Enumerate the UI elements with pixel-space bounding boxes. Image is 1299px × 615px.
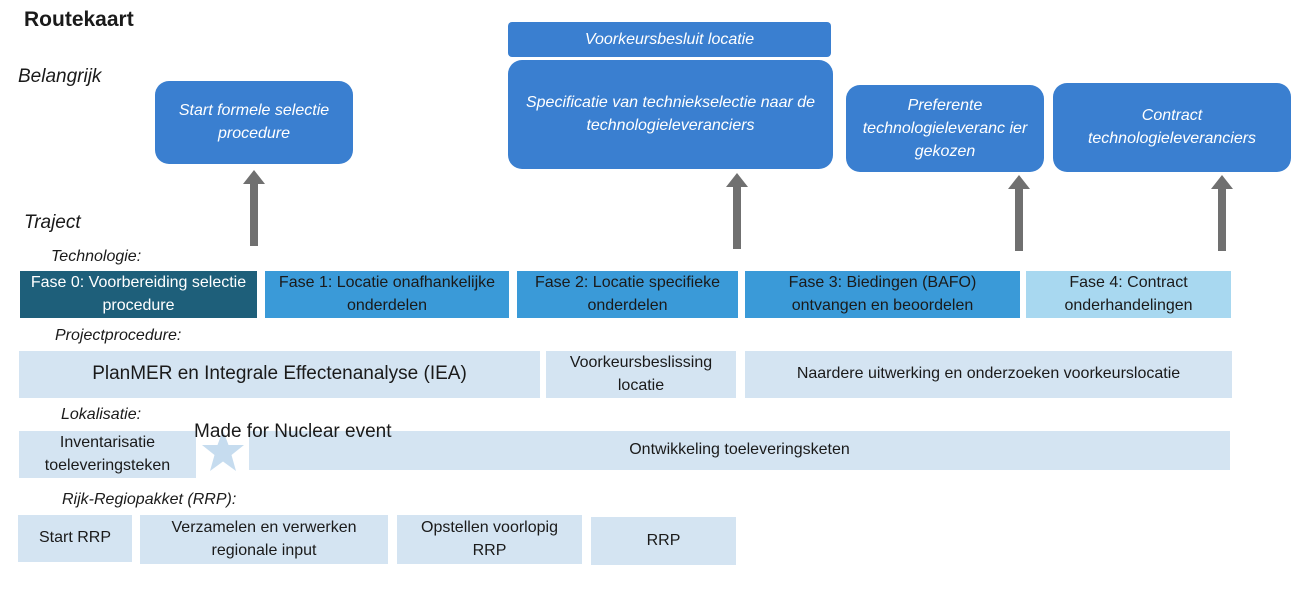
made-for-nuclear-event-label: Made for Nuclear event bbox=[194, 421, 392, 442]
rrp-final: RRP bbox=[591, 517, 736, 565]
project-planmer: PlanMER en Integrale Effectenanalyse (IE… bbox=[19, 351, 540, 398]
milestone-preferente: Preferente technologieleveranc ier gekoz… bbox=[846, 85, 1044, 172]
label-rrp: Rijk-Regiopakket (RRP): bbox=[62, 491, 237, 508]
milestone-contract: Contract technologieleveranciers bbox=[1053, 83, 1291, 172]
lokalisatie-ontwikkeling: Ontwikkeling toeleveringsketen bbox=[249, 431, 1230, 470]
phase-4: Fase 4: Contract onderhandelingen bbox=[1026, 271, 1231, 318]
arrow-up-icon bbox=[1008, 175, 1030, 251]
arrow-up-icon bbox=[1211, 175, 1233, 251]
label-lokalisatie: Lokalisatie: bbox=[61, 406, 142, 423]
label-projectprocedure: Projectprocedure: bbox=[55, 327, 182, 344]
rrp-verzamelen: Verzamelen en verwerken regionale input bbox=[140, 515, 388, 564]
label-technologie: Technologie: bbox=[51, 248, 142, 265]
milestone-voorkeursbesluit-banner: Voorkeursbesluit locatie bbox=[508, 22, 831, 57]
page-title: Routekaart bbox=[24, 8, 134, 31]
rrp-start: Start RRP bbox=[18, 515, 132, 562]
milestone-start-formele: Start formele selectie procedure bbox=[155, 81, 353, 164]
project-naardere-uitwerking: Naardere uitwerking en onderzoeken voork… bbox=[745, 351, 1232, 398]
arrow-up-icon bbox=[243, 170, 265, 246]
phase-3: Fase 3: Biedingen (BAFO) ontvangen en be… bbox=[745, 271, 1020, 318]
section-belangrijk: Belangrijk bbox=[18, 66, 102, 87]
milestone-specificatie: Specificatie van technieksele­ctie naar … bbox=[508, 60, 833, 169]
phase-1: Fase 1: Locatie onafhankelijke onderdele… bbox=[265, 271, 509, 318]
arrow-up-icon bbox=[726, 173, 748, 249]
project-voorkeursbeslissing: Voorkeursbeslissing locatie bbox=[546, 351, 736, 398]
star-icon bbox=[202, 430, 244, 471]
phase-2: Fase 2: Locatie specifieke onderdelen bbox=[517, 271, 738, 318]
phase-0: Fase 0: Voorbereiding selectie procedure bbox=[20, 271, 257, 318]
section-traject: Traject bbox=[24, 212, 81, 233]
lokalisatie-inventarisatie: Inventarisatie toeleveringsteken bbox=[19, 431, 196, 478]
rrp-opstellen: Opstellen voorlopig RRP bbox=[397, 515, 582, 564]
